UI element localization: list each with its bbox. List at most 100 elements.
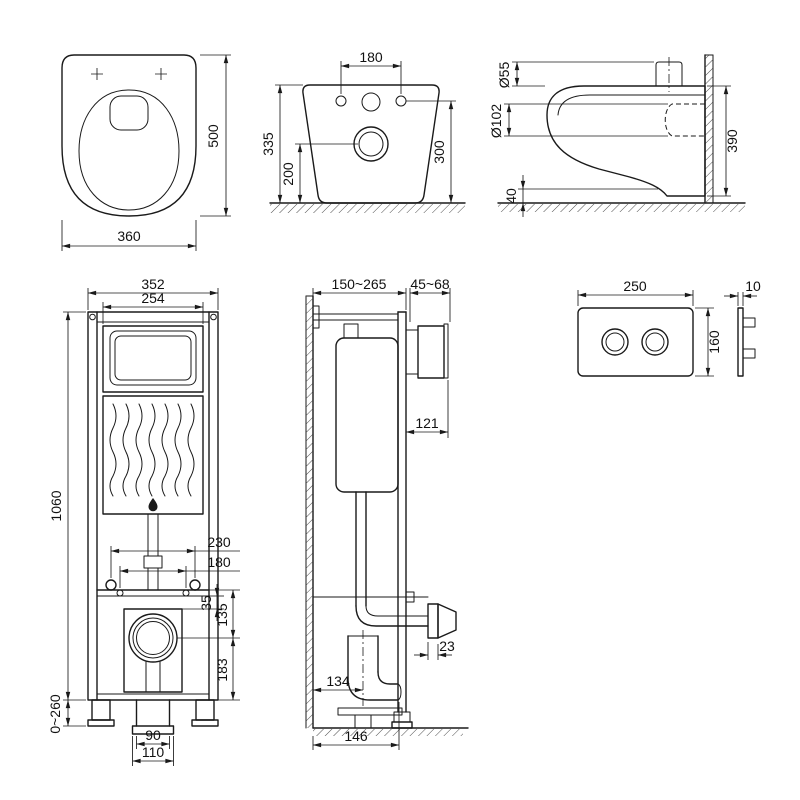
foot-base xyxy=(191,719,219,727)
dim-label-frame-height: 1060 xyxy=(48,490,64,521)
inlet-hole xyxy=(361,92,381,112)
frame-foot xyxy=(91,699,111,721)
drain-elbow-outer xyxy=(347,677,399,701)
dim-frame-width: 352 xyxy=(87,276,219,310)
rim-line xyxy=(557,94,706,116)
wall-bracket-plate xyxy=(312,305,320,329)
flush-opening xyxy=(109,95,149,131)
dim-drain-d1: 90 xyxy=(136,727,170,749)
adjustable-sleeve xyxy=(417,325,445,379)
ground-hatch xyxy=(498,204,745,212)
dim-label-bottom-gap: 40 xyxy=(503,188,519,204)
dim-drain-wall-offset: 134 xyxy=(312,673,364,693)
dim-label-frame-width: 352 xyxy=(141,276,165,292)
dim-label-frame-inner-width: 254 xyxy=(141,290,165,306)
floor-mount xyxy=(337,707,403,716)
fixing-stud xyxy=(189,579,201,591)
hinge-hole-mark xyxy=(155,68,167,80)
view-frame-side: 150~265 45~68 121 23 134 146 xyxy=(305,276,469,750)
dim-bowl-length: 500 xyxy=(200,54,231,217)
dim-label-cone-offset: 23 xyxy=(439,638,455,654)
fixing-nut xyxy=(405,591,415,603)
frame-rail-left xyxy=(87,311,98,701)
dim-label-drain-height: 200 xyxy=(280,162,296,186)
dim-drain-to-base: 183 xyxy=(214,637,240,701)
ground-hatch xyxy=(270,204,465,213)
plate-clip xyxy=(742,348,756,359)
dim-label-outlet-diameter: Ø102 xyxy=(488,104,504,138)
dim-plate-width: 250 xyxy=(577,278,694,306)
dim-label-drain-to-base: 183 xyxy=(214,658,230,682)
dim-label-drain-d1: 90 xyxy=(145,727,161,743)
brand-mark-icon xyxy=(148,498,158,512)
bowl-outline xyxy=(61,54,197,217)
dim-drain-height: 200 xyxy=(280,143,358,204)
fill-valve xyxy=(343,323,359,339)
wall-hatch xyxy=(705,55,713,203)
dim-depth: 390 xyxy=(707,85,740,197)
view-bowl-top: 500 360 xyxy=(61,54,231,251)
dim-label-inlet-diameter: Ø55 xyxy=(496,62,512,89)
dim-inlet-diameter: Ø55 xyxy=(496,62,654,89)
dim-label-stud-spacing-wide: 230 xyxy=(207,534,231,550)
bowl-side-outline xyxy=(546,85,706,197)
cistern-side xyxy=(335,337,399,493)
dim-drain-d2: 110 xyxy=(132,736,174,766)
cistern-box xyxy=(102,325,204,393)
frame-foot xyxy=(195,699,215,721)
cone-seal xyxy=(437,603,457,639)
dim-height-total: 335 xyxy=(260,84,303,204)
dim-label-drain-offset: 135 xyxy=(214,603,230,627)
drain-socket-side xyxy=(427,603,439,639)
dim-drain-offset: 135 xyxy=(177,589,240,639)
dim-label-stud-spacing-narrow: 180 xyxy=(207,554,231,570)
flush-plate-profile xyxy=(737,307,744,377)
view-frame-front: 352 254 1060 230 180 xyxy=(47,276,240,766)
dim-hole-spacing: 180 xyxy=(340,49,402,94)
flush-button-inner xyxy=(645,332,665,352)
dim-label-wall-depth: 150~265 xyxy=(332,276,387,292)
frame-bolt-hole xyxy=(210,313,217,321)
dim-label-drain-wall-offset: 134 xyxy=(326,673,350,689)
foam-texture xyxy=(109,403,195,497)
flush-elbow-inner xyxy=(365,605,429,617)
flush-spud xyxy=(405,329,419,375)
fixing-hole xyxy=(335,95,347,107)
dim-stud-spacing-wide: 230 xyxy=(110,534,240,578)
dim-bowl-width: 360 xyxy=(61,220,197,251)
fixing-hole xyxy=(182,589,190,597)
dim-label-sleeve-range: 45~68 xyxy=(410,276,450,292)
drain-socket-ring xyxy=(136,621,170,655)
dim-label-cistern-offset: 121 xyxy=(415,415,439,431)
dim-label-fixing-height: 300 xyxy=(431,140,447,164)
flush-elbow xyxy=(355,605,429,627)
dim-bottom-gap: 40 xyxy=(503,175,658,217)
foot-base-side xyxy=(391,721,413,729)
dim-frame-inner-width: 254 xyxy=(102,290,204,324)
frame-rail-right xyxy=(208,311,219,701)
sleeve-face-plate xyxy=(443,323,449,379)
fixing-stud xyxy=(105,579,117,591)
outlet-hidden-line xyxy=(664,103,705,137)
dim-sleeve-range: 45~68 xyxy=(409,276,451,322)
dim-label-drain-d2: 110 xyxy=(142,744,165,760)
fixing-hole xyxy=(116,589,124,597)
pipe-coupling xyxy=(143,555,163,569)
foot-base xyxy=(87,719,115,727)
dim-fixing-height: 300 xyxy=(406,100,456,204)
wall-hatch xyxy=(306,296,313,728)
dim-cistern-offset: 121 xyxy=(405,380,449,438)
inspection-window xyxy=(109,330,197,386)
view-bowl-back: 180 335 200 300 xyxy=(260,49,466,213)
view-flush-plate: 250 160 10 xyxy=(577,278,761,377)
dim-label-bowl-width: 360 xyxy=(117,228,141,244)
flush-button-inner xyxy=(605,332,625,352)
dim-outlet-depth: 146 xyxy=(312,702,400,750)
plate-clip xyxy=(742,317,756,328)
dim-label-foot-range: 0~260 xyxy=(47,694,63,734)
view-bowl-side: Ø55 Ø102 390 40 xyxy=(488,54,746,217)
dim-label-outlet-depth: 146 xyxy=(344,728,368,744)
dim-label-bowl-length: 500 xyxy=(205,124,221,148)
